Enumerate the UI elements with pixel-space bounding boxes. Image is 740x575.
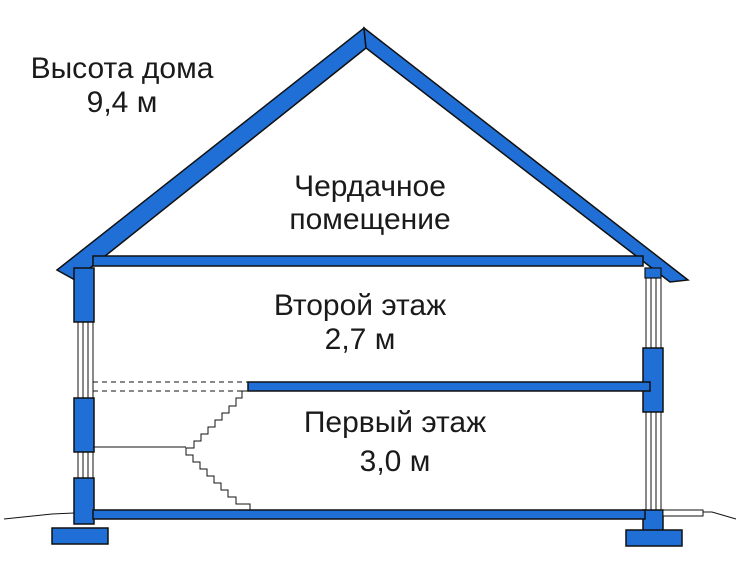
first-floor-slab bbox=[92, 509, 646, 520]
outdoor-step bbox=[662, 509, 704, 517]
attic-label-line2: помещение bbox=[289, 203, 451, 236]
house-height-title: Высота дома bbox=[30, 52, 214, 85]
attic-label-line1: Чердачное bbox=[294, 170, 446, 203]
right-foundation bbox=[625, 529, 683, 547]
stair-opening bbox=[93, 381, 248, 392]
left-foundation bbox=[51, 527, 109, 545]
left-wall bbox=[73, 267, 95, 525]
right-wall bbox=[642, 267, 664, 533]
staircase bbox=[185, 390, 260, 511]
second-floor-title: Второй этаж bbox=[273, 289, 447, 322]
first-floor-height: 3,0 м bbox=[359, 445, 431, 478]
second-floor-slab bbox=[247, 381, 651, 392]
roof-right-slope bbox=[363, 26, 690, 283]
attic-floor-slab bbox=[92, 255, 644, 267]
second-floor-height: 2,7 м bbox=[324, 323, 396, 356]
house-height-value: 9,4 м bbox=[86, 86, 158, 119]
roof-inner-outline bbox=[74, 47, 671, 283]
first-floor-title: Первый этаж bbox=[303, 406, 487, 439]
